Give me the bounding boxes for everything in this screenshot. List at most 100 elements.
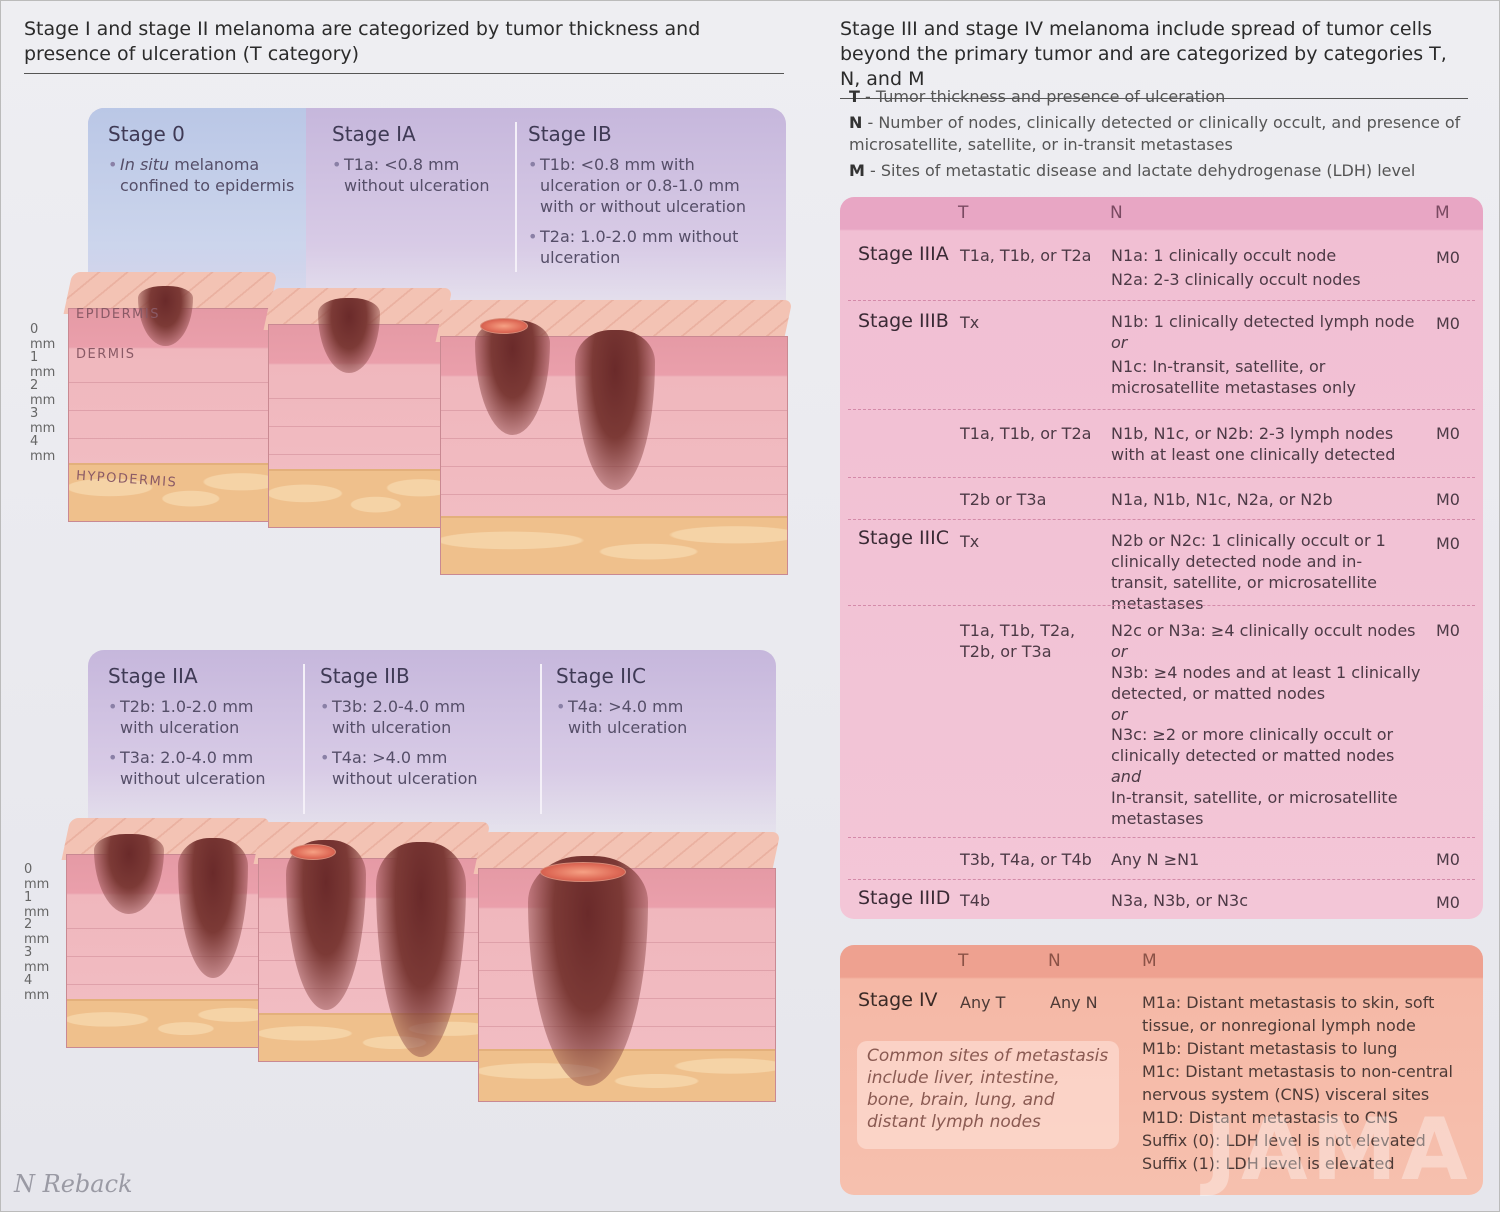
mm-tick: 2 mm — [30, 378, 56, 408]
stage-2a-column: Stage IIA T2b: 1.0-2.0 mm with ulceratio… — [88, 650, 300, 850]
m-text: LDH level is elevated — [1220, 1154, 1395, 1173]
col-header-n: N — [1110, 203, 1123, 223]
m-key: M1b: — [1142, 1039, 1182, 1058]
m-cell: M0 — [1436, 248, 1460, 267]
n-cell: N1b, N1c, or N2b: 2-3 lymph nodes with a… — [1111, 424, 1396, 464]
fat-layer — [441, 516, 787, 574]
divider — [540, 664, 542, 814]
mm-tick: 1 mm — [24, 890, 50, 920]
m-text: Distant metastasis to non-central nervou… — [1142, 1062, 1453, 1104]
m-category-list: M1a: Distant metastasis to skin, soft ti… — [1142, 991, 1462, 1175]
m-key: Suffix (0): — [1142, 1131, 1221, 1150]
row-divider — [848, 409, 1475, 410]
stage-3d-label: Stage IIID — [858, 887, 951, 909]
t-cell: Tx — [960, 532, 980, 551]
legend-key: M — [849, 161, 865, 180]
stage-3a-label: Stage IIIA — [858, 243, 949, 265]
n-cell: N1a: 1 clinically occult node — [1111, 246, 1337, 265]
stage-2a-title: Stage IIA — [108, 664, 198, 688]
t-cell: Any T — [960, 993, 1006, 1012]
stage-panel-bottom: Stage IIA T2b: 1.0-2.0 mm with ulceratio… — [88, 650, 776, 850]
stage-1b-bullet-2: T2a: 1.0-2.0 mm without ulceration — [528, 226, 758, 268]
m-cell: M0 — [1436, 850, 1460, 869]
legend-text: - Tumor thickness and presence of ulcera… — [859, 87, 1226, 106]
legend-m: M - Sites of metastatic disease and lact… — [849, 160, 1479, 182]
m-cell: M0 — [1436, 534, 1460, 553]
t-cell: Tx — [960, 313, 980, 332]
t-cell: T1a, T1b, T2a, T2b, or T3a — [960, 621, 1076, 661]
stage-2a-bullet-2: T3a: 2.0-4.0 mm without ulceration — [108, 747, 278, 789]
m-key: M1D: — [1142, 1108, 1184, 1127]
skin-block-stage-1a — [263, 288, 453, 528]
and-text: and — [1111, 767, 1142, 786]
n-cell: N1b: 1 clinically detected lymph node — [1111, 312, 1415, 331]
m-cell: M0 — [1436, 490, 1460, 509]
m-item: Suffix (1): LDH level is elevated — [1142, 1152, 1462, 1175]
ulceration-mark — [480, 318, 528, 334]
mm-tick: 3 mm — [24, 945, 50, 975]
stage-2c-title: Stage IIC — [556, 664, 646, 688]
fat-layer — [479, 1049, 775, 1101]
stage-2a-bullet-1: T2b: 1.0-2.0 mm with ulceration — [108, 696, 278, 738]
stage-2b-bullet-2: T4a: >4.0 mm without ulceration — [320, 747, 490, 789]
m-cell: M0 — [1436, 893, 1460, 912]
left-heading: Stage I and stage II melanoma are catego… — [24, 17, 784, 74]
skin-block-stage-2b — [253, 822, 491, 1062]
stage-1b-column: Stage IB T1b: <0.8 mm with ulceration or… — [508, 108, 778, 338]
m-text: Distant metastasis to lung — [1181, 1039, 1398, 1058]
stage-3b-label: Stage IIIB — [858, 310, 949, 332]
ulceration-mark — [540, 862, 626, 882]
n-cell: Any N — [1050, 993, 1098, 1012]
m-text: Distant metastasis to CNS — [1183, 1108, 1399, 1127]
stage-4-table: T N M Stage IV Any T Any N Common sites … — [840, 945, 1483, 1195]
stage-2b-column: Stage IIB T3b: 2.0-4.0 mm with ulceratio… — [300, 650, 540, 850]
m-item: M1c: Distant metastasis to non-central n… — [1142, 1060, 1462, 1106]
row-divider — [848, 605, 1475, 606]
t-cell: T1a, T1b, or T2a — [960, 424, 1092, 443]
dermis-label: DERMIS — [76, 347, 136, 362]
stage-3c-label: Stage IIIC — [858, 527, 950, 549]
stage-0-bullet: In situ melanoma confined to epidermis — [108, 154, 306, 196]
fat-layer — [67, 999, 265, 1047]
m-key: M1a: — [1142, 993, 1182, 1012]
m-item: M1a: Distant metastasis to skin, soft ti… — [1142, 991, 1462, 1037]
m-key: Suffix (1): — [1142, 1154, 1221, 1173]
t-cell: T3b, T4a, or T4b — [960, 850, 1092, 869]
jama-watermark: JAMA — [1205, 1100, 1472, 1200]
n-cell: In-transit, satellite, or microsatellite… — [1111, 788, 1398, 828]
skin-block-stage-0 — [63, 272, 278, 522]
stage-1a-bullet: T1a: <0.8 mm without ulceration — [332, 154, 502, 196]
or-text: or — [1111, 642, 1128, 661]
epidermis-label: EPIDERMIS — [76, 307, 160, 322]
n-cell: N3a, N3b, or N3c — [1111, 891, 1248, 910]
in-situ-text: In situ — [120, 155, 170, 174]
col-header-t: T — [958, 951, 969, 971]
row-divider — [848, 837, 1475, 838]
divider — [303, 664, 305, 814]
t-cell: T1a, T1b, or T2a — [960, 246, 1092, 265]
m-item: M1D: Distant metastasis to CNS — [1142, 1106, 1462, 1129]
m-key: M1c: — [1142, 1062, 1181, 1081]
stage-2c-column: Stage IIC T4a: >4.0 mm with ulceration — [536, 650, 766, 850]
stage-1a-column: Stage IA T1a: <0.8 mm without ulceration — [312, 108, 512, 338]
stage-2b-title: Stage IIB — [320, 664, 410, 688]
skin-block-stage-2c — [473, 832, 781, 1102]
mm-tick: 2 mm — [24, 917, 50, 947]
artist-signature: N Reback — [14, 1170, 133, 1198]
t-cell: T4b — [960, 891, 991, 910]
n-cell: N2b or N2c: 1 clinically occult or 1 cli… — [1111, 531, 1386, 613]
divider — [515, 122, 517, 272]
mm-tick: 3 mm — [30, 406, 56, 436]
n-cell: N1a, N1b, N1c, N2a, or N2b — [1111, 490, 1333, 509]
stage-0-bullet-text: melanoma confined to epidermis — [120, 155, 295, 195]
legend-t: T - Tumor thickness and presence of ulce… — [849, 86, 1479, 108]
ulceration-mark — [290, 844, 336, 860]
stage-2c-bullet-1: T4a: >4.0 mm with ulceration — [556, 696, 706, 738]
legend-text: - Sites of metastatic disease and lactat… — [864, 161, 1416, 180]
stage-1b-title: Stage IB — [528, 122, 612, 146]
n-cell: N3b: ≥4 nodes and at least 1 clinically … — [1111, 663, 1421, 703]
col-header-m: M — [1142, 951, 1157, 971]
n-cell: N2a: 2-3 clinically occult nodes — [1111, 270, 1361, 289]
stage-0-title: Stage 0 — [108, 122, 185, 146]
col-header-m: M — [1435, 203, 1450, 223]
